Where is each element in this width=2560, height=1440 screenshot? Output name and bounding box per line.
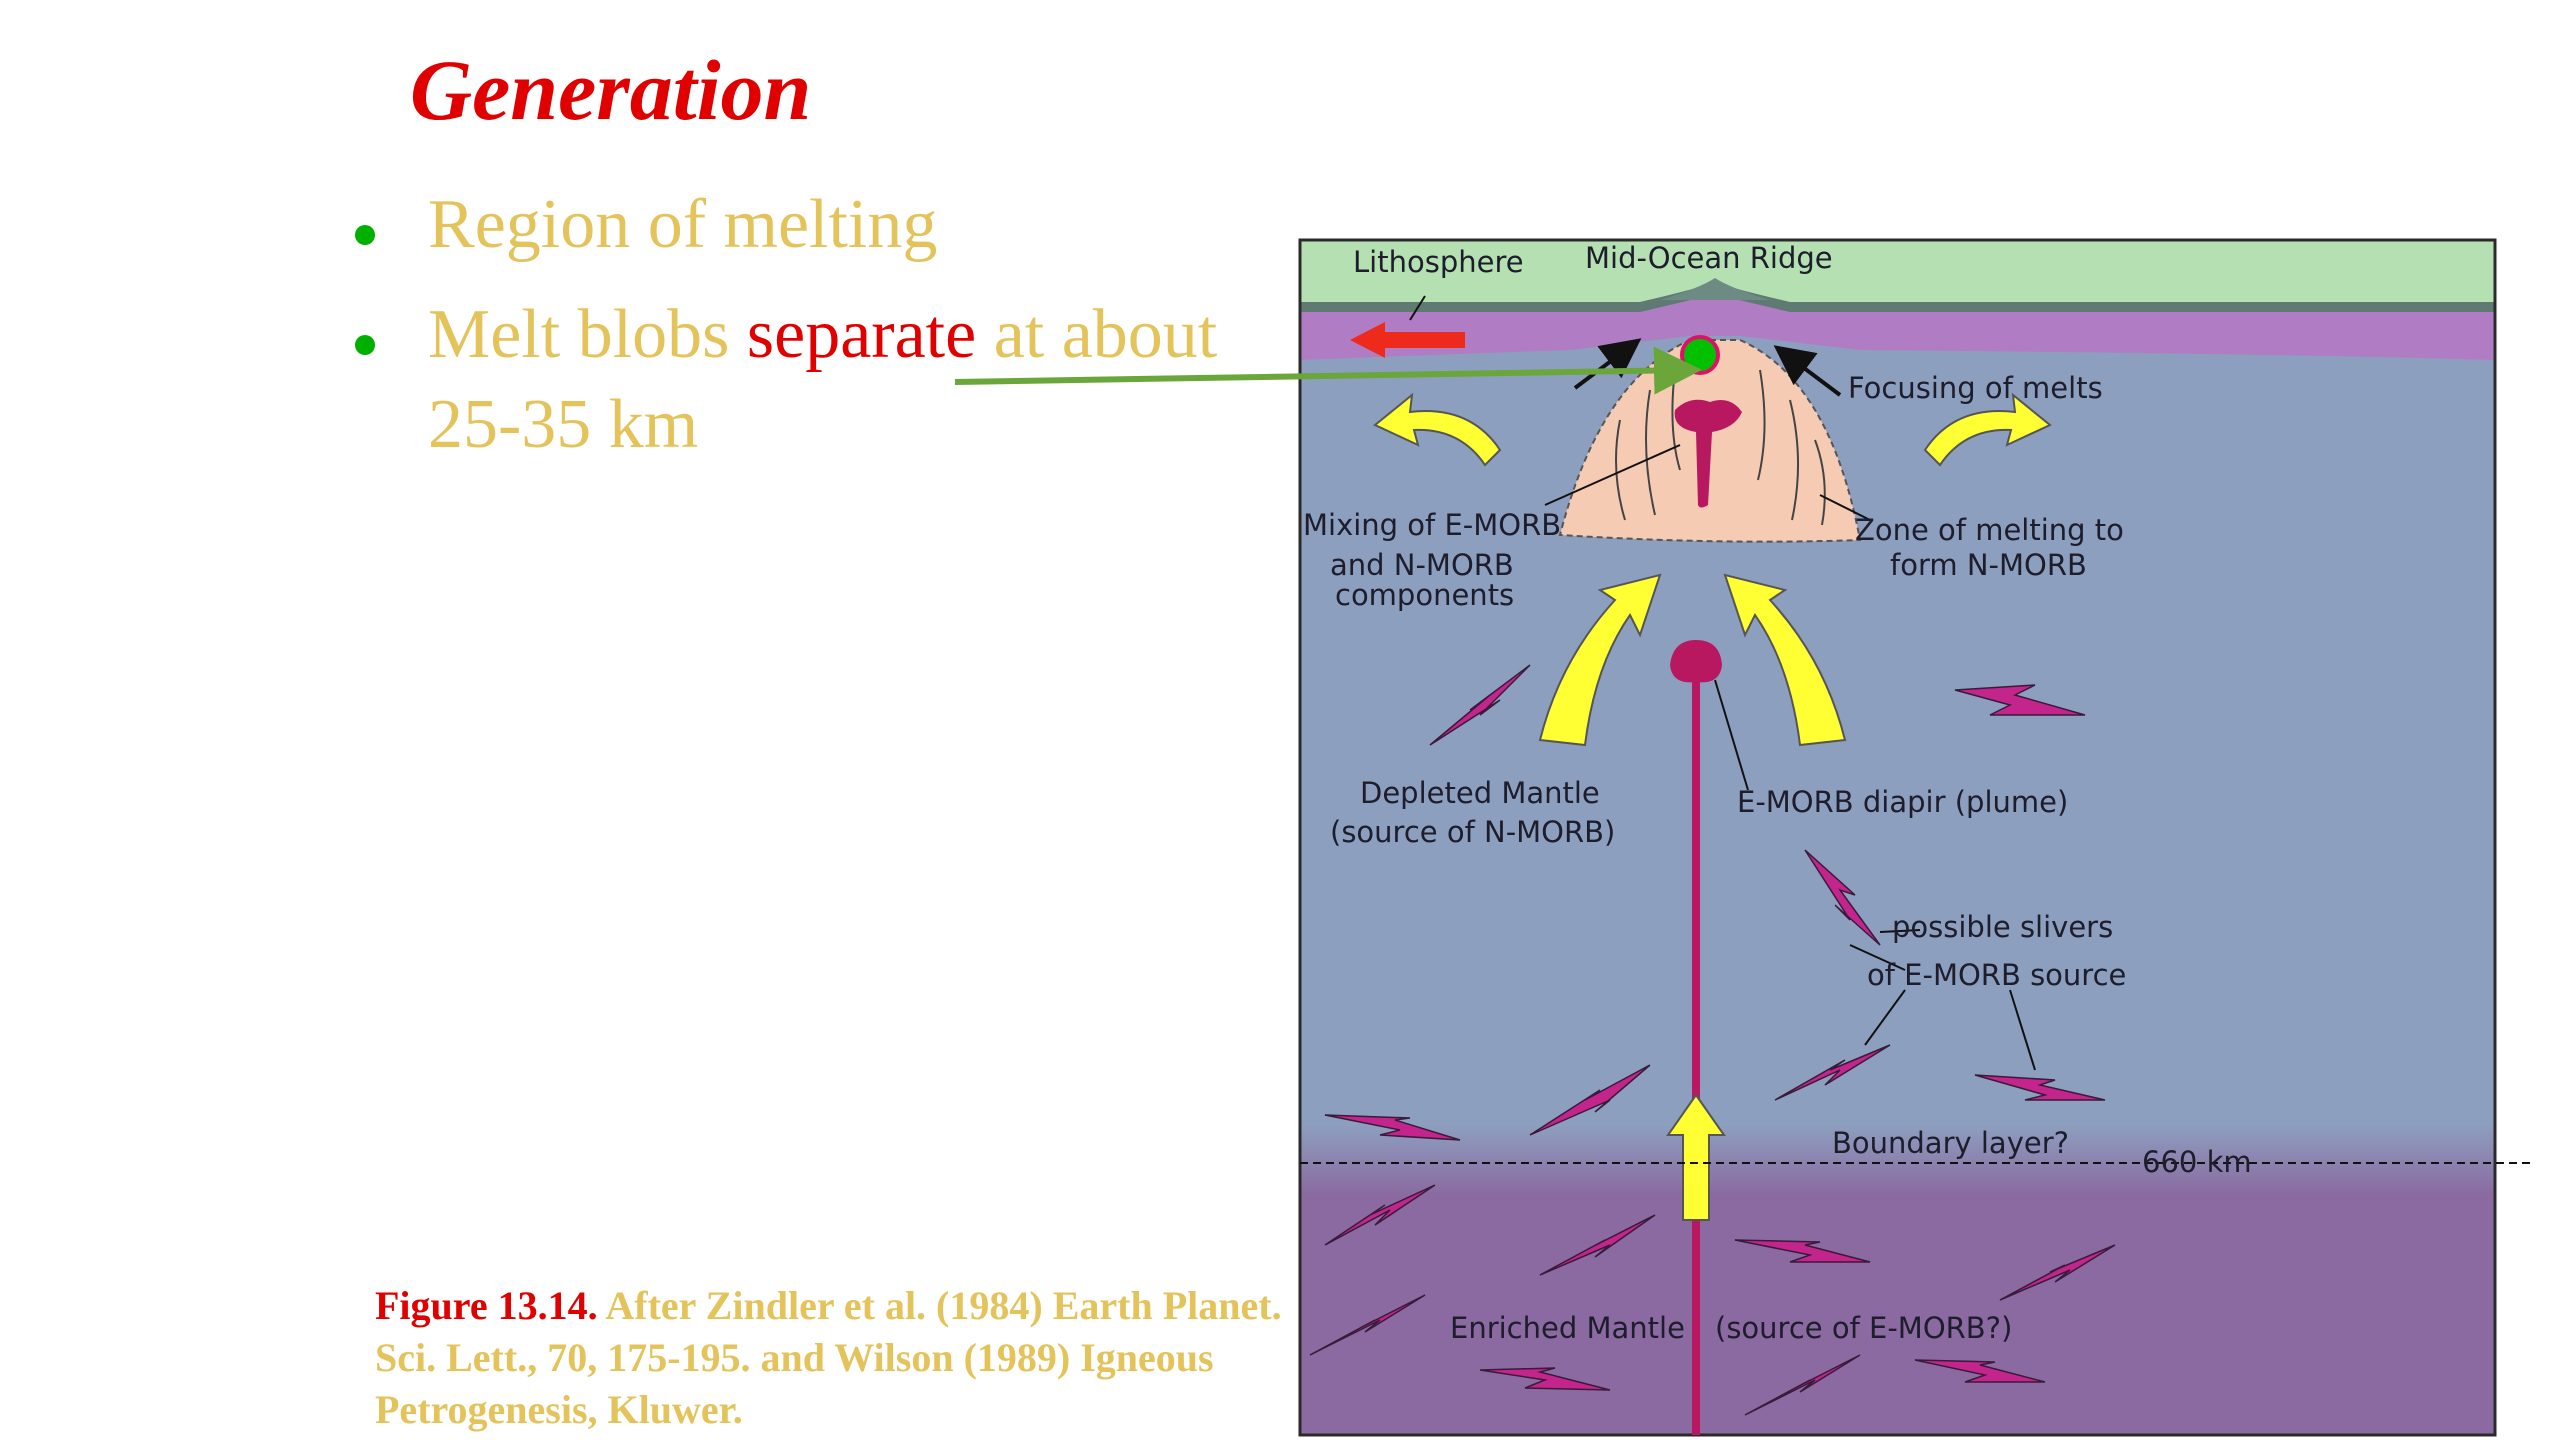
sliver-shape [1529, 1064, 1651, 1136]
label-zone-1: Zone of melting to [1855, 513, 2124, 547]
sliver-shape [1744, 1354, 1861, 1416]
sliver-shape [1999, 1244, 2116, 1301]
sliver-shape [1804, 849, 1881, 946]
sliver-shape [1974, 1074, 2106, 1101]
ridge-peak [1660, 278, 1770, 300]
focusing-arrow-right-icon [1773, 345, 1842, 397]
bullet-item: Region of melting [355, 180, 1305, 270]
label-enriched: Enriched Mantle [1450, 1311, 1685, 1345]
label-mixing-2: and N-MORB [1330, 548, 1514, 582]
plume-stem [1692, 675, 1700, 1435]
focusing-arrow-left-icon [1573, 338, 1642, 390]
label-mixing-1: Mixing of E-MORB [1303, 508, 1561, 542]
highlight-word: separate [746, 296, 977, 373]
figure-caption: Figure 13.14. After Zindler et al. (1984… [375, 1280, 1315, 1436]
divergence-arrow-right-icon [1923, 392, 2052, 467]
bullet-text-part: Region of melting [428, 186, 938, 263]
mixing-blob [1674, 399, 1742, 508]
sliver-shape [1324, 1114, 1461, 1141]
plume-head [1670, 640, 1722, 683]
plume-rise-arrow-icon [1666, 1093, 1726, 1221]
bullet-list: Region of melting Melt blobs separate at… [355, 180, 1305, 490]
caption-body: After Zindler et al. (1984) Earth Planet… [375, 1283, 1282, 1432]
sliver-shape [1954, 684, 2086, 716]
label-zone-2: form N-MORB [1890, 548, 2087, 582]
bullet-text-part: at about [976, 296, 1218, 373]
label-boundary: Boundary layer? [1832, 1126, 2069, 1160]
upwelling-arrow-left-icon [1538, 573, 1662, 747]
sliver-shape [1734, 1239, 1871, 1263]
melt-streaks [1615, 369, 1826, 526]
bullet-dot-icon [355, 225, 375, 245]
mantle-flow-arrows [1373, 392, 2052, 1221]
bullet-item: Melt blobs separate at about 25-35 km [355, 290, 1305, 470]
bullet-text-part: 25-35 km [428, 386, 699, 463]
label-focusing: Focusing of melts [1848, 371, 2103, 405]
bullet-text: Region of melting [428, 180, 937, 270]
leader-lines [1300, 295, 2535, 1164]
label-660: 660 km [2142, 1145, 2252, 1179]
spreading-arrow-left-icon [1350, 322, 1465, 358]
diagram-frame [1298, 238, 2497, 1437]
sliver-shape [1479, 1367, 1611, 1391]
ridge-crest-band [1300, 282, 2495, 312]
bullet-text: Melt blobs separate at about 25-35 km [428, 290, 1217, 470]
bullet-text-part: Melt blobs [428, 296, 747, 373]
label-ridge: Mid-Ocean Ridge [1585, 241, 1833, 275]
sliver-shape [1309, 1294, 1426, 1356]
sliver-shape [1429, 664, 1531, 746]
sliver-shape [1914, 1359, 2046, 1383]
label-lithosphere: Lithosphere [1353, 245, 1524, 279]
pointer-arrow-icon [954, 346, 1702, 395]
label-slivers-2: of E-MORB source [1867, 958, 2126, 992]
e-morb-slivers [1309, 664, 2116, 1416]
label-depleted-1: Depleted Mantle [1360, 776, 1600, 810]
lithosphere-layer [1300, 240, 2495, 302]
label-depleted-2: (source of N-MORB) [1330, 815, 1615, 849]
mantle-layer [1300, 240, 2495, 1435]
upwelling-arrow-right-icon [1723, 573, 1847, 747]
slide-title: Generation [410, 42, 812, 138]
label-diapir: E-MORB diapir (plume) [1737, 785, 2068, 819]
label-enriched-source: (source of E-MORB?) [1715, 1311, 2012, 1345]
label-mixing-3: components [1335, 578, 1514, 612]
bullet-dot-icon [355, 335, 375, 355]
divergence-arrow-left-icon [1373, 392, 1502, 467]
sliver-shape [1539, 1214, 1656, 1276]
label-slivers-1: possible slivers [1892, 910, 2113, 944]
sliver-shape [1774, 1044, 1891, 1101]
caption-lead: Figure 13.14. [375, 1283, 598, 1328]
sliver-shape [1324, 1184, 1436, 1246]
